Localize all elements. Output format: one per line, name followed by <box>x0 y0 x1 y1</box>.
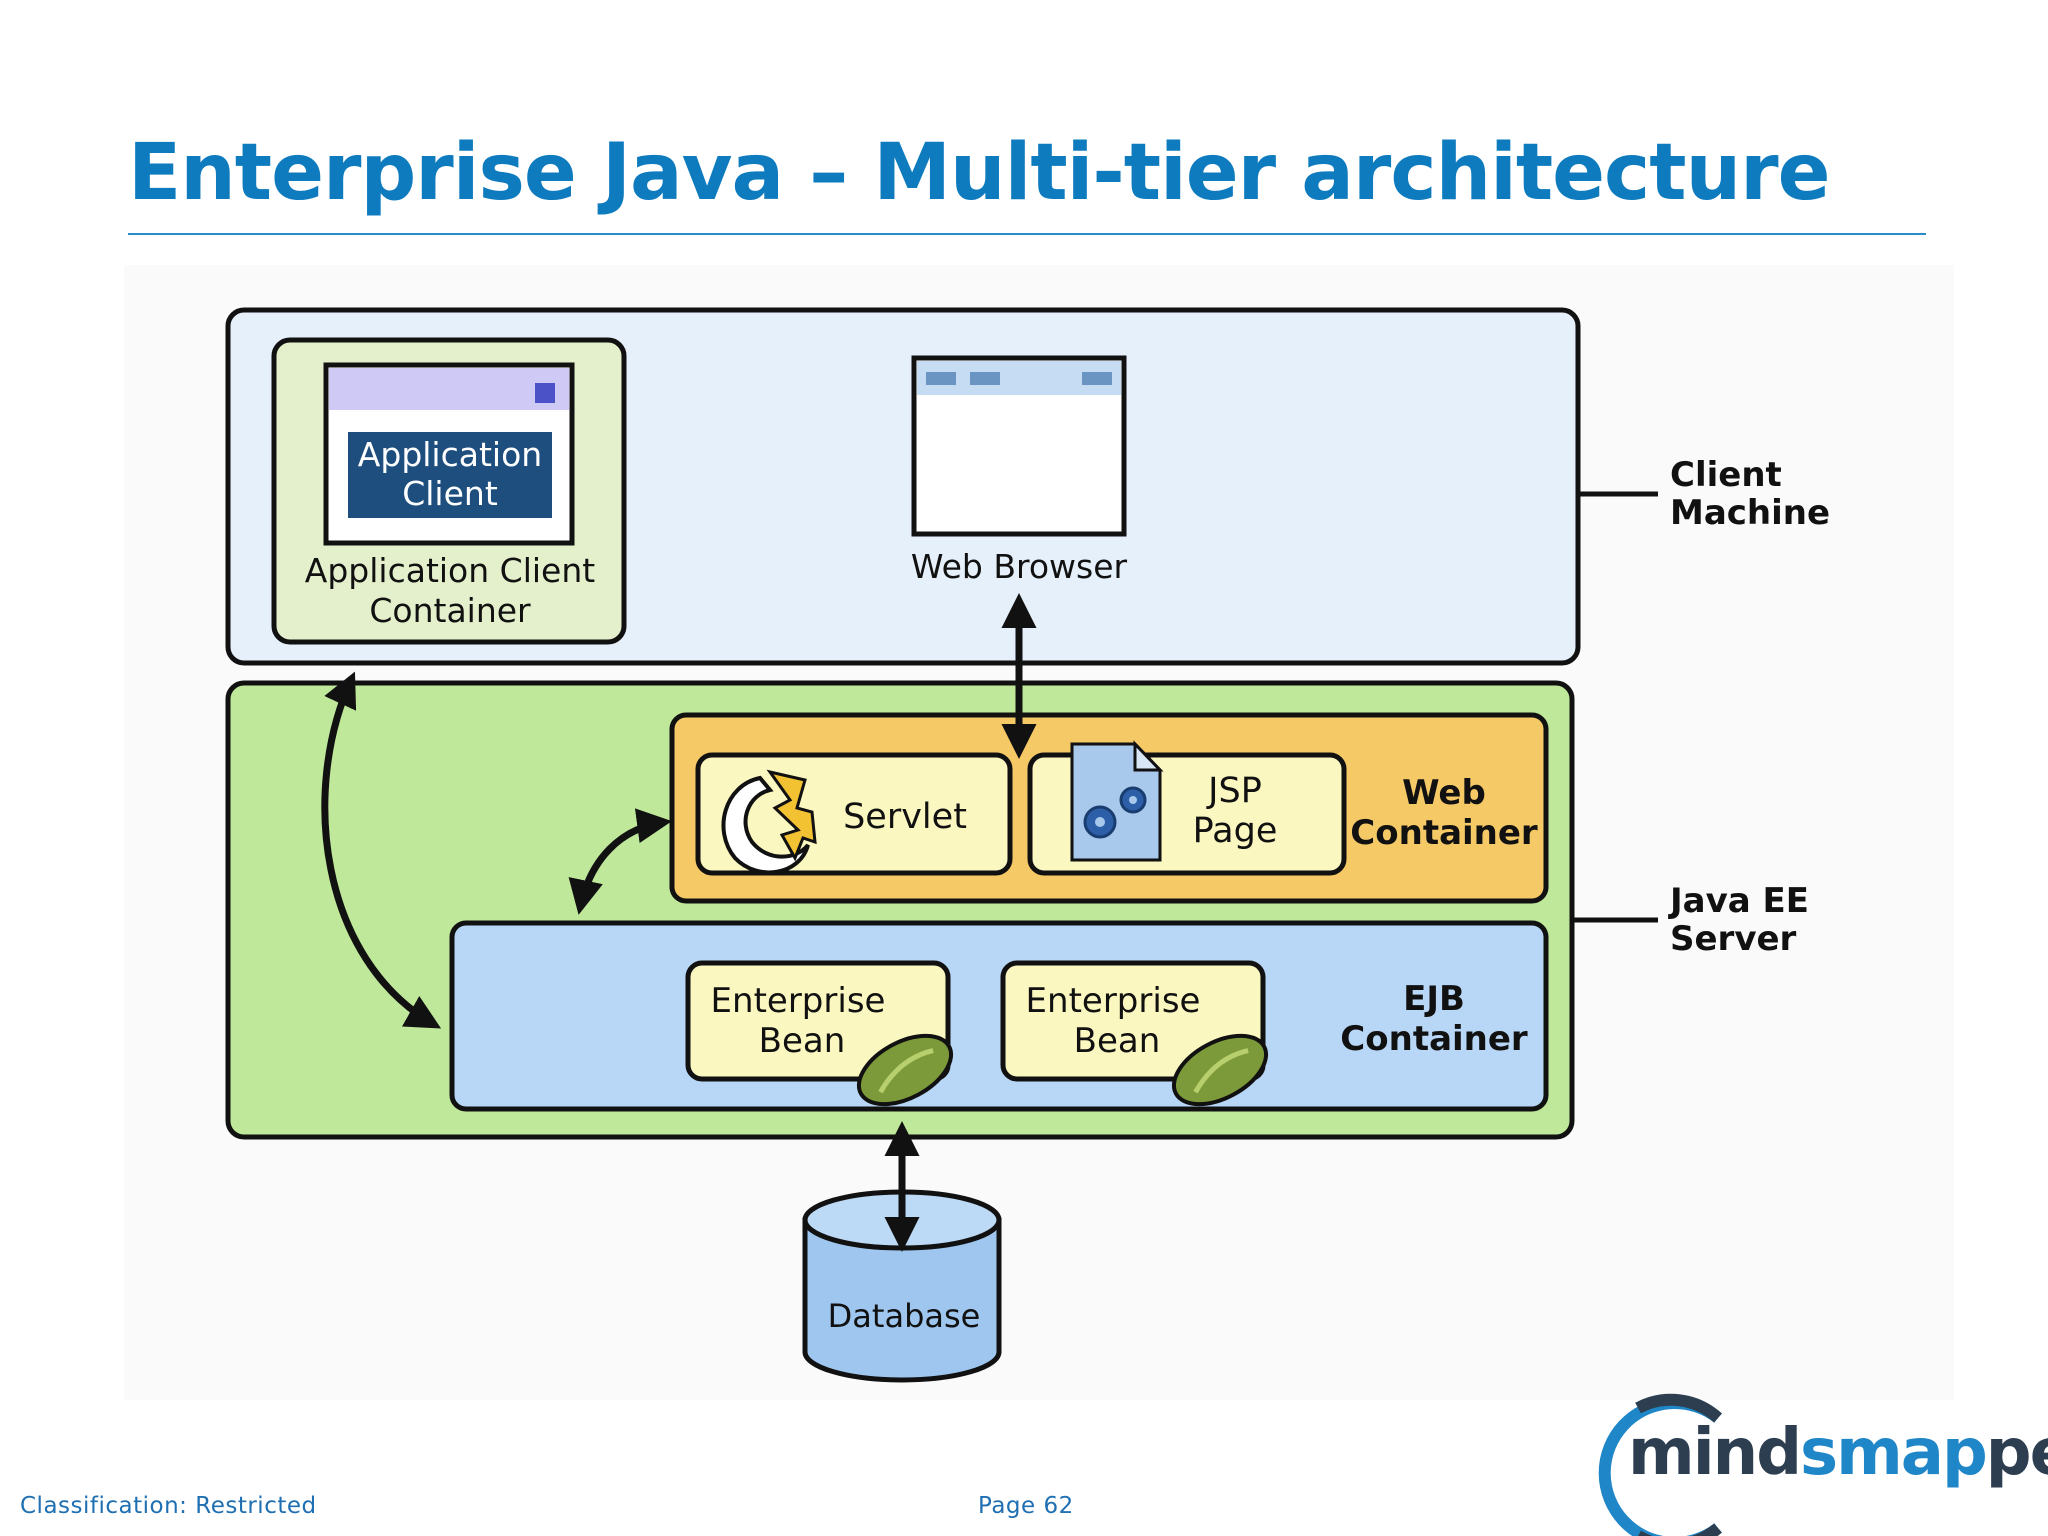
classification-label: Classification: Restricted <box>20 1493 317 1519</box>
browser-tab-icon <box>926 372 956 385</box>
browser-button-icon <box>1082 372 1112 385</box>
web-browser-label: Web Browser <box>911 547 1128 586</box>
app-client-to-ejb-arrow <box>321 671 442 1029</box>
client-machine-label-1: Client <box>1670 455 1782 495</box>
ejb-container-label-2: Container <box>1340 1019 1528 1059</box>
enterprise-bean-2-label-2: Bean <box>1074 1021 1161 1061</box>
web-container-label-2: Container <box>1350 813 1538 853</box>
app-client-container-label-1: Application Client <box>305 551 595 590</box>
web-container-label-1: Web <box>1402 773 1486 813</box>
logo-text-part-1: mind <box>1628 1416 1802 1490</box>
jsp-label-1: JSP <box>1206 771 1262 811</box>
database-label: Database <box>828 1297 981 1335</box>
jsp-document-icon <box>1070 740 1164 862</box>
enterprise-bean-1-label-1: Enterprise <box>711 981 886 1021</box>
jsp-label-2: Page <box>1193 811 1278 851</box>
mindsmapped-logo: mindsmapped <box>1590 1386 2048 1536</box>
java-ee-server-label-1: Java EE <box>1668 881 1809 921</box>
application-client-screen <box>348 432 552 518</box>
slide-title: Enterprise Java – Multi-tier architectur… <box>128 128 1830 218</box>
browser-tab-icon <box>970 372 1000 385</box>
ejb-container-label-1: EJB <box>1403 979 1465 1019</box>
bean-icon <box>1171 1033 1269 1107</box>
logo-text-part-3: ped <box>1985 1416 2048 1490</box>
enterprise-bean-2-label-1: Enterprise <box>1026 981 1201 1021</box>
servlet-label: Servlet <box>843 797 967 837</box>
app-client-screen-label-1: Application <box>358 435 542 474</box>
logo-wordmark: mindsmapped <box>1628 1416 2048 1490</box>
application-client-titlebar <box>329 368 569 410</box>
servlet-icon <box>721 769 817 875</box>
logo-text-part-2: smap <box>1800 1416 1988 1490</box>
window-button-icon <box>535 383 555 403</box>
app-client-container-label-2: Container <box>369 591 531 630</box>
java-ee-server-label-2: Server <box>1670 919 1797 959</box>
servlet-box <box>695 752 1013 876</box>
bean-icon <box>856 1033 954 1107</box>
web-container-to-ejb-arrow <box>568 808 672 915</box>
ejb-container <box>449 920 1549 1112</box>
enterprise-bean-1-label-2: Bean <box>759 1021 846 1061</box>
client-machine-label-2: Machine <box>1670 493 1830 533</box>
app-client-screen-label-2: Client <box>402 474 498 513</box>
logo-ring-icon <box>1598 1393 1723 1536</box>
title-divider <box>128 233 1926 235</box>
page-number: Page 62 <box>978 1493 1074 1519</box>
